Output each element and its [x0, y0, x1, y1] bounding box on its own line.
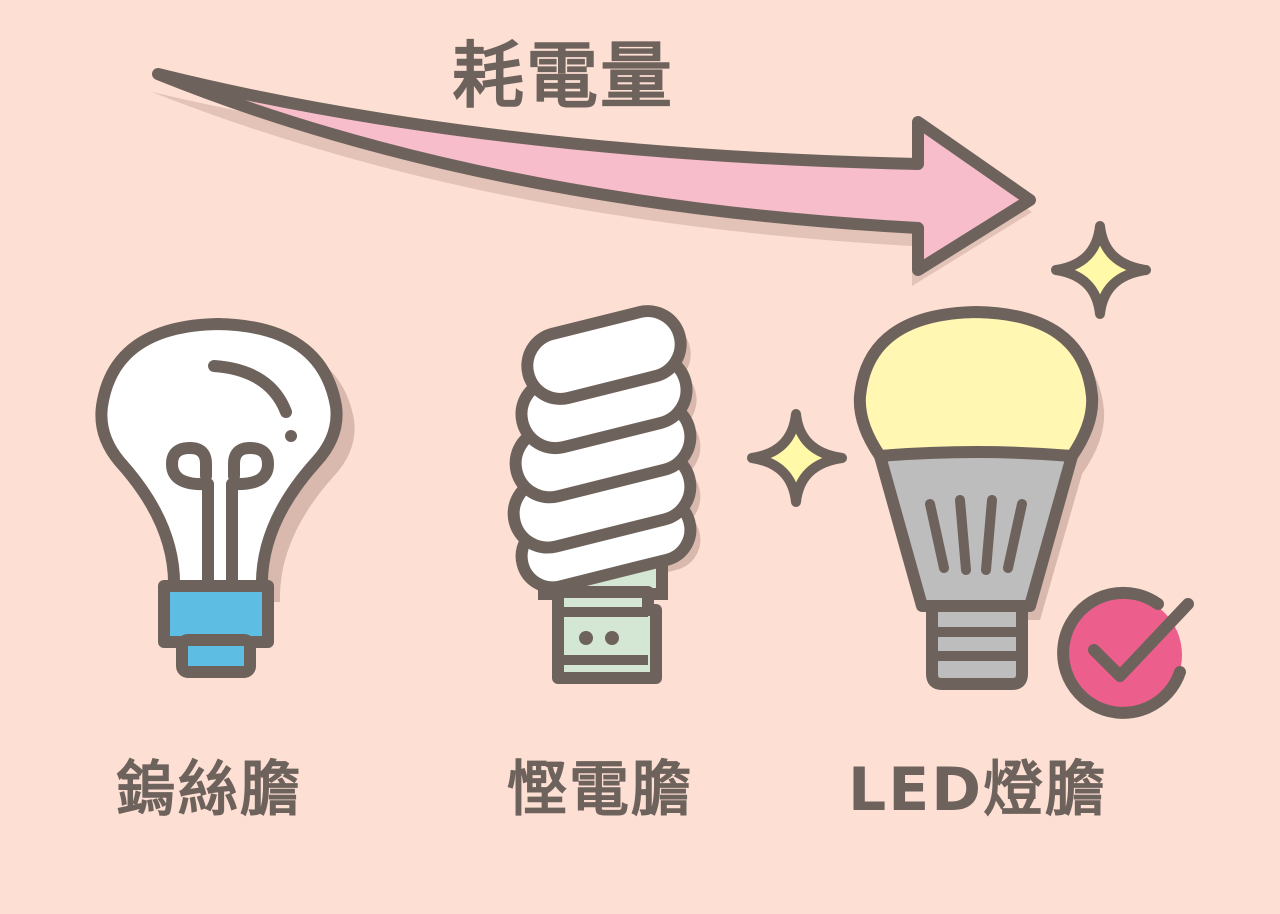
- check-circle: [1062, 595, 1182, 715]
- glass-highlight: [208, 360, 292, 418]
- cfl-pin: [579, 631, 593, 645]
- bulb-base: [158, 580, 274, 648]
- arrow-right-icon: [152, 68, 1036, 286]
- filament: [166, 442, 274, 594]
- check-circle-icon: [1057, 586, 1194, 719]
- check-mark: [1088, 598, 1194, 682]
- led-base: [926, 600, 1028, 690]
- cfl-bulb-label: 慳電膽: [507, 755, 693, 825]
- arrow-shape: [152, 68, 1036, 276]
- tungsten-bulb-label: 鎢絲膽: [116, 755, 302, 825]
- page-title: 耗電量: [452, 34, 675, 118]
- led-body: [874, 446, 1078, 612]
- led-bulb-icon: [853, 306, 1105, 690]
- led-base-threads: [936, 627, 1018, 661]
- glass-dot: [285, 430, 297, 442]
- sparkle-icon: [747, 409, 847, 507]
- bulb-tip: [176, 634, 256, 678]
- cfl-pin: [605, 631, 619, 645]
- cfl-bulb-icon: [507, 305, 701, 684]
- cfl-cap-lines: [558, 607, 648, 665]
- led-bulb-label: LED燈膽: [848, 755, 1108, 825]
- tungsten-bulb-icon: [95, 318, 355, 678]
- led-fins: [925, 495, 1027, 575]
- check-ring: [1057, 586, 1186, 719]
- sparkle-icon: [1051, 221, 1151, 319]
- led-dome: [853, 306, 1099, 462]
- cfl-spiral: [507, 305, 697, 594]
